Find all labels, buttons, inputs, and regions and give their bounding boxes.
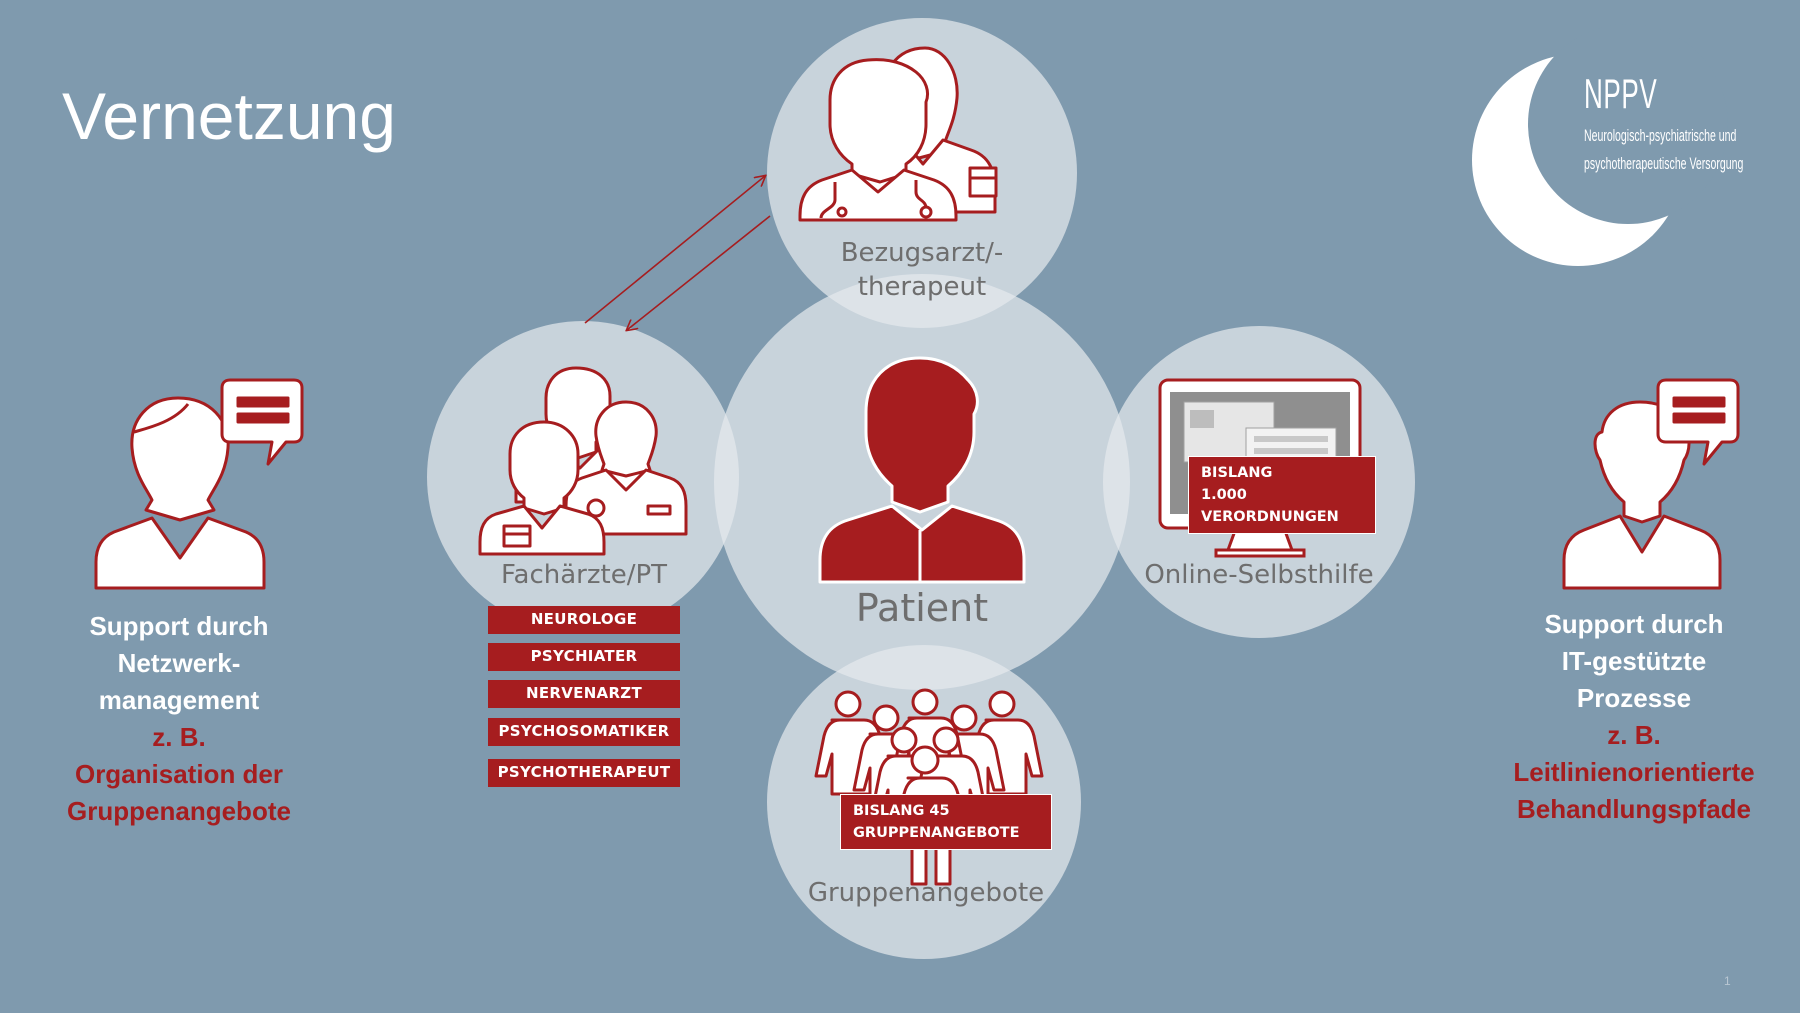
specialist-tag: NERVENARZT bbox=[488, 680, 680, 708]
online-count-badge: BISLANG 1.000 VERORDNUNGEN bbox=[1188, 456, 1376, 534]
label-right: Online-Selbsthilfe bbox=[1144, 560, 1374, 590]
specialist-tag: PSYCHOTHERAPEUT bbox=[488, 759, 680, 787]
speech-bubble-icon bbox=[220, 378, 304, 466]
support-right-line6: Behandlungspfade bbox=[1516, 794, 1751, 824]
logo-subtitle-line2: psychotherapeutische Versorgung bbox=[1584, 154, 1744, 173]
support-left-line3: management bbox=[98, 685, 260, 715]
support-man-icon bbox=[1562, 400, 1722, 590]
label-top: Bezugsarzt/- therapeut bbox=[792, 236, 1052, 304]
crescent-logo-icon bbox=[1472, 24, 1728, 266]
label-top-line1: Bezugsarzt/- bbox=[840, 238, 1004, 268]
doctors-pair-icon bbox=[798, 46, 998, 222]
patient-icon bbox=[818, 356, 1026, 584]
support-right-line5: Leitlinienorientierte bbox=[1513, 757, 1755, 787]
support-left-line2: Netzwerk- bbox=[117, 648, 241, 678]
slide-title: Vernetzung bbox=[62, 79, 396, 153]
label-bottom: Gruppenangebote bbox=[807, 878, 1045, 908]
group-count-line1: BISLANG 45 bbox=[853, 803, 950, 819]
support-left-line6: Gruppenangebote bbox=[67, 796, 291, 826]
online-count-line2: 1.000 VERORDNUNGEN bbox=[1201, 487, 1339, 525]
label-left: Fachärzte/PT bbox=[500, 560, 668, 590]
support-left-text: Support durch Netzwerk- management z. B.… bbox=[40, 608, 318, 830]
label-center: Patient bbox=[855, 586, 989, 630]
support-left-line1: Support durch bbox=[89, 611, 269, 641]
support-woman-icon bbox=[94, 396, 266, 590]
specialists-group-icon bbox=[478, 366, 688, 556]
specialist-tag: PSYCHIATER bbox=[488, 643, 680, 671]
support-left-line4: z. B. bbox=[152, 722, 206, 752]
support-left-line5: Organisation der bbox=[74, 759, 284, 789]
support-right-line3: Prozesse bbox=[1576, 683, 1692, 713]
support-right-text: Support durch IT-gestützte Prozesse z. B… bbox=[1490, 606, 1778, 828]
exchange-arrows bbox=[584, 176, 771, 330]
group-count-badge: BISLANG 45 GRUPPENANGEBOTE bbox=[840, 794, 1052, 850]
page-number: 1 bbox=[1724, 974, 1731, 988]
support-right-line1: Support durch bbox=[1544, 609, 1724, 639]
specialist-tag: PSYCHOSOMATIKER bbox=[488, 718, 680, 746]
online-count-line1: BISLANG bbox=[1201, 465, 1273, 481]
logo-subtitle-line1: Neurologisch-psychiatrische und bbox=[1584, 126, 1737, 145]
speech-bubble-icon bbox=[1656, 378, 1740, 466]
logo-name: NPPV bbox=[1584, 70, 1658, 117]
support-right-line2: IT-gestützte bbox=[1561, 646, 1707, 676]
support-right-line4: z. B. bbox=[1607, 720, 1661, 750]
group-count-line2: GRUPPENANGEBOTE bbox=[853, 825, 1020, 841]
specialist-tag: NEUROLOGE bbox=[488, 606, 680, 634]
label-top-line2: therapeut bbox=[857, 272, 987, 302]
